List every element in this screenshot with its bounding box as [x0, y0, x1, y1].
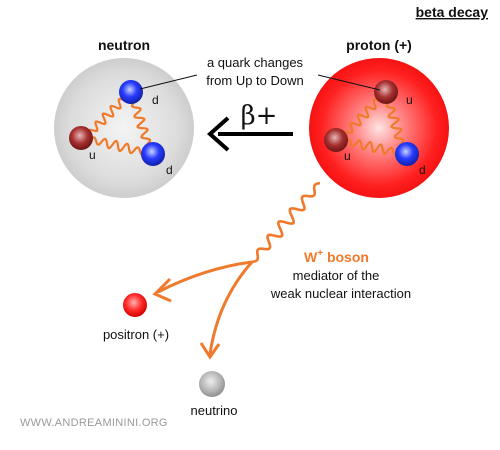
positron-emission-line: [157, 260, 253, 294]
up-quark: [69, 126, 93, 150]
boson-description-line-2: weak nuclear interaction: [270, 286, 411, 301]
positron-arrowhead: [152, 277, 172, 303]
w-boson-wave: [251, 181, 321, 264]
proton: u u d: [309, 58, 449, 198]
quark-label: d: [419, 163, 426, 177]
neutrino-emission-line: [208, 261, 254, 355]
quark-label: d: [166, 163, 173, 177]
down-quark: [395, 142, 419, 166]
annotation-line-2: from Up to Down: [206, 73, 304, 88]
proton-body: [309, 58, 449, 198]
proton-label: proton (+): [346, 37, 412, 53]
down-quark: [119, 80, 143, 104]
neutrino-particle: [199, 371, 225, 397]
neutron-gluon-wave: [84, 136, 152, 156]
up-quark: [324, 128, 348, 152]
diagram-title: beta decay: [416, 4, 489, 20]
positron-label: positron (+): [103, 327, 169, 342]
annotation-pointer: [317, 74, 381, 91]
down-quark: [141, 142, 165, 166]
w-boson-label: W+ boson: [304, 248, 369, 265]
positron-particle: [123, 293, 147, 317]
annotation-pointer: [139, 74, 198, 90]
watermark: WWW.ANDREAMININI.ORG: [20, 417, 168, 429]
neutron-label: neutron: [98, 37, 150, 53]
quark-label: u: [344, 149, 351, 163]
annotation-line-1: a quark changes: [207, 55, 304, 70]
quark-label: u: [89, 148, 96, 162]
quark-label: d: [152, 93, 159, 107]
decay-arrow: [206, 116, 293, 152]
proton-gluon-wave: [339, 137, 405, 157]
neutron: d u d: [54, 58, 194, 198]
neutrino-arrowhead: [199, 342, 221, 360]
beta-plus-symbol: β+: [241, 101, 278, 131]
quark-label: u: [406, 93, 413, 107]
up-quark: [374, 80, 398, 104]
neutrino-label: neutrino: [191, 403, 238, 418]
boson-description-line-1: mediator of the: [293, 268, 380, 283]
